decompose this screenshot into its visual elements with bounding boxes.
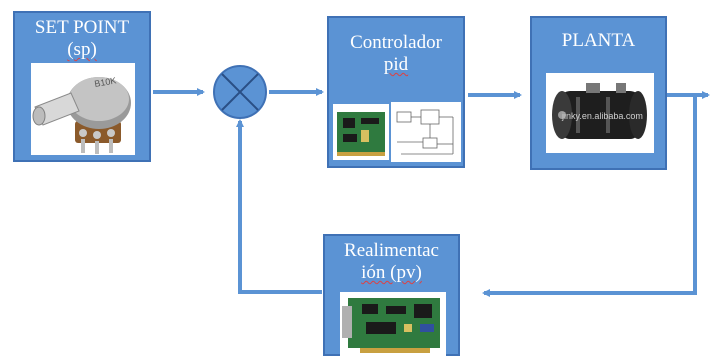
feedback-daq-photo xyxy=(340,292,446,358)
controller-block: Controlador pid xyxy=(327,16,465,168)
controller-title-line1: Controlador xyxy=(350,32,442,53)
potentiometer-icon: B10K xyxy=(32,75,131,154)
feedback-title-line1: Realimentac xyxy=(344,240,439,261)
plant-block: PLANTA jinky.en.alibaba.com xyxy=(530,16,667,170)
daq-card-icon xyxy=(342,298,440,353)
circuit-board-icon xyxy=(337,112,385,156)
potentiometer-photo: B10K xyxy=(31,63,135,155)
motor-watermark: jinky.en.alibaba.com xyxy=(561,111,643,121)
summing-junction-icon xyxy=(213,65,267,119)
plant-motor-photo: jinky.en.alibaba.com xyxy=(546,73,654,153)
arrow-feedback-to-sum xyxy=(236,119,322,294)
knob-marking: B10K xyxy=(94,75,117,89)
plant-title: PLANTA xyxy=(561,30,636,51)
controller-title: Controlador pid xyxy=(329,32,463,76)
setpoint-title-line1: SET POINT xyxy=(34,17,130,38)
feedback-title-line2: ión (pv) xyxy=(361,261,422,283)
feedback-title: Realimentac ión (pv) xyxy=(325,240,458,284)
schematic-icon xyxy=(396,109,454,155)
setpoint-title-line2: (sp) xyxy=(67,38,97,60)
controller-board-photo xyxy=(333,104,389,160)
feedback-block: Realimentac ión (pv) xyxy=(323,234,460,358)
controller-schematic xyxy=(391,102,461,162)
controller-title-line2: pid xyxy=(383,53,409,75)
setpoint-title: SET POINT (sp) xyxy=(15,17,149,61)
dc-motor-icon: jinky.en.alibaba.com xyxy=(552,83,647,139)
setpoint-block: SET POINT (sp) B10K xyxy=(13,11,151,162)
feedback-return-line xyxy=(482,95,697,297)
